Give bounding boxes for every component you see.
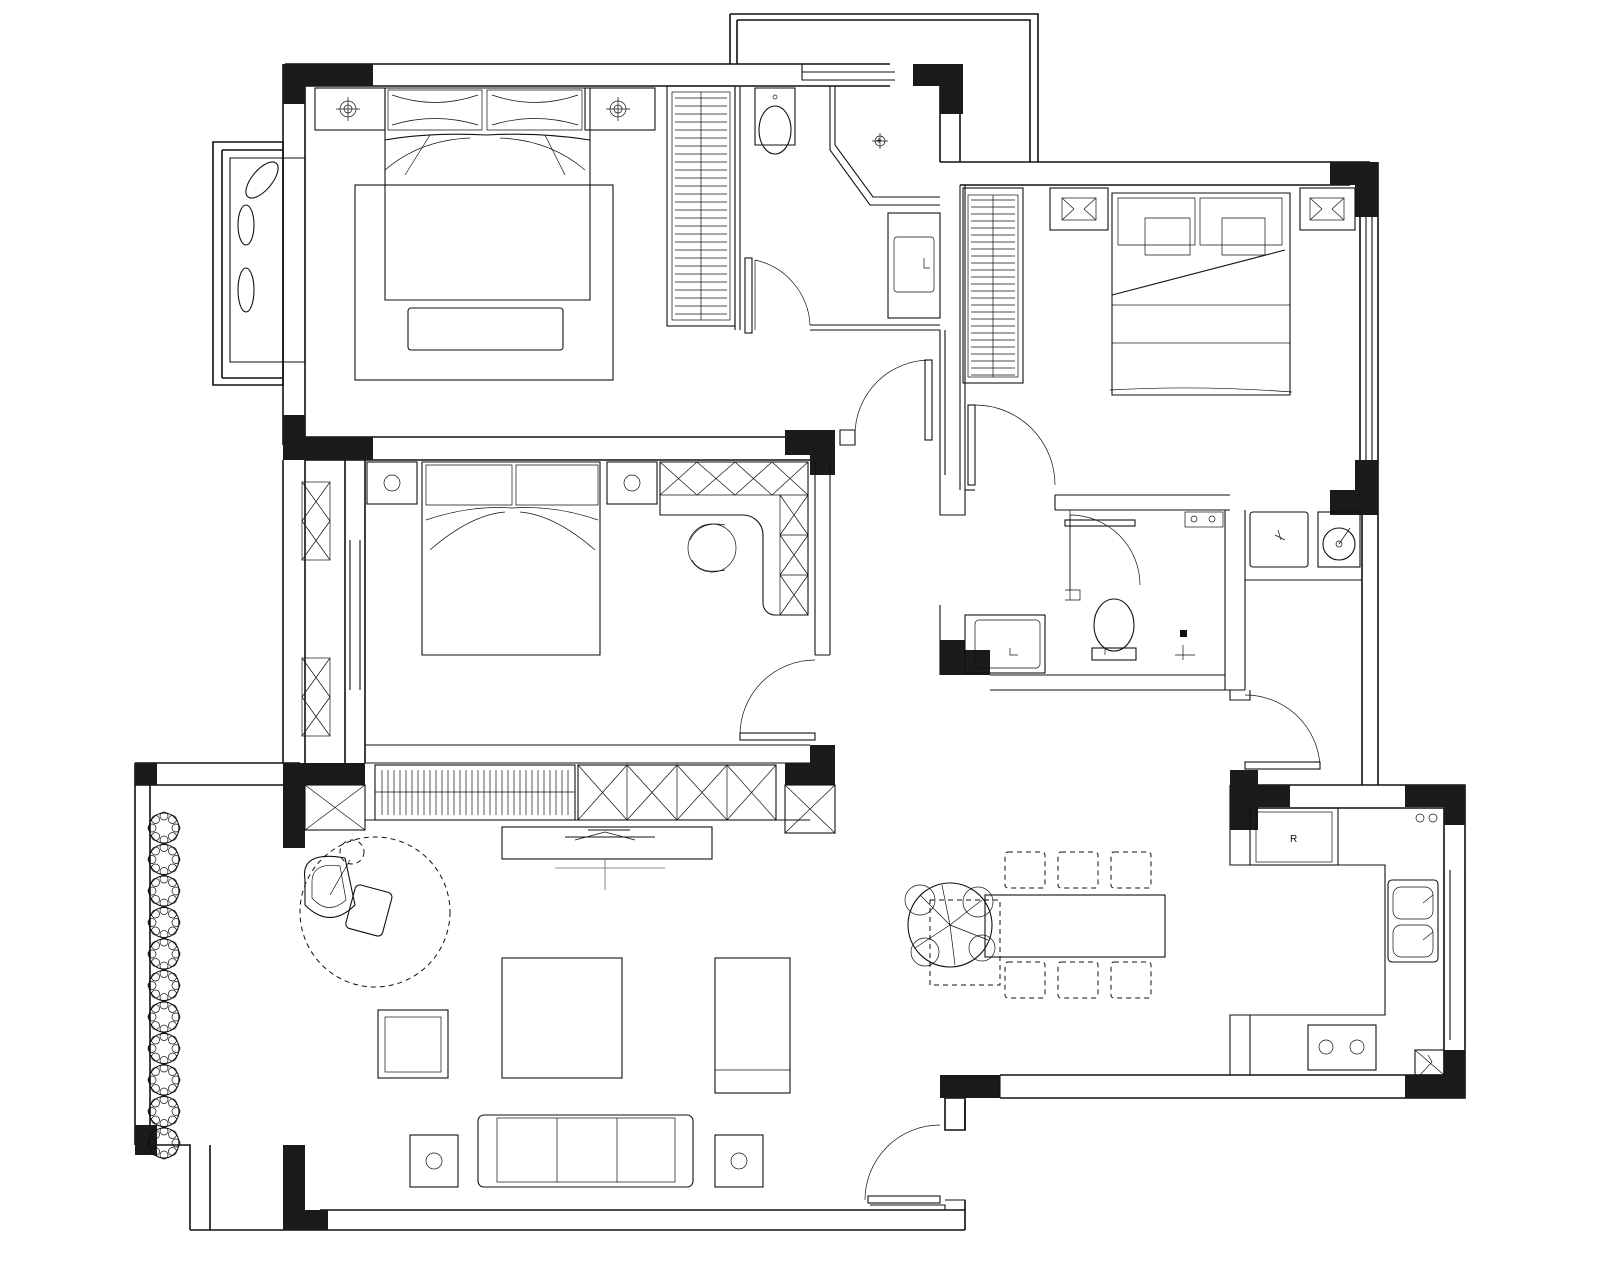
balcony-plants [147,811,181,1160]
nightstand-b3-left [1049,187,1109,231]
rug [354,184,614,381]
toilet-2 [1091,598,1137,661]
plant [147,843,181,876]
utility [1249,511,1361,568]
stove [1307,1024,1377,1071]
cooktop-corner [1415,813,1438,823]
sink-counter [1184,511,1224,528]
shower-drain: + [872,133,888,149]
plant-pot [904,882,1001,986]
water-heater [1317,511,1361,568]
master-bedroom [237,87,656,381]
storage-cabinets [304,764,836,834]
armchair [377,1009,449,1079]
nightstand-b3-right [1299,187,1356,231]
dining-chair [1057,961,1099,999]
nightstand-b2-right [606,461,658,505]
plant [147,874,181,908]
bed-bedroom2 [421,461,601,656]
fridge-label: R [1290,834,1297,845]
living-room [147,811,791,1188]
kitchen: R [1249,807,1445,1076]
nightstand-left [314,87,386,131]
plant [147,906,181,939]
plant [147,1126,181,1160]
bedroom-3 [962,187,1356,396]
dining-chair [1110,851,1152,889]
plant [147,1063,181,1097]
balcony-chairs [237,161,279,313]
doors [739,257,1321,1204]
dining-chair [1110,961,1152,999]
dining-chair [1004,851,1046,889]
nightstand-b2-left [366,461,418,505]
nightstand-right [584,87,656,131]
master-bed [384,87,591,301]
tv-console [501,826,713,890]
desk-chair [687,523,737,573]
wardrobe-bedroom3 [962,187,1024,384]
bath-label: + [876,136,882,147]
round-rug [299,836,451,988]
kitchen-sink [1387,879,1439,963]
plant [147,811,181,845]
bed-bedroom3 [1109,192,1293,396]
structural-columns [135,64,1465,1230]
window-storage [301,481,331,737]
plant [147,969,181,1002]
wardrobe-master [666,85,736,327]
lounge-chair [303,839,393,937]
fridge: R [1249,807,1339,866]
coffee-table [501,957,623,1079]
side-table-right [714,1134,764,1188]
side-table-left [409,1134,459,1188]
flue [1414,1049,1445,1076]
desk [659,461,809,616]
plant [147,1000,181,1034]
plant [147,1032,181,1065]
dining-chair [1057,851,1099,889]
exterior-walls [134,13,1466,1231]
dining-area [904,851,1166,999]
sofa [477,1114,694,1188]
washer [1249,511,1309,568]
dining-table [984,894,1166,958]
side-console [714,957,791,1094]
plant [147,937,181,971]
bathtub [964,614,1046,674]
bench [407,307,564,351]
bedroom-2 [301,461,809,737]
dining-chair [1004,961,1046,999]
bathroom-1: + [754,87,941,319]
plant [147,1095,181,1128]
bathroom-2 [964,510,1224,674]
interior-walls [365,86,1386,1230]
